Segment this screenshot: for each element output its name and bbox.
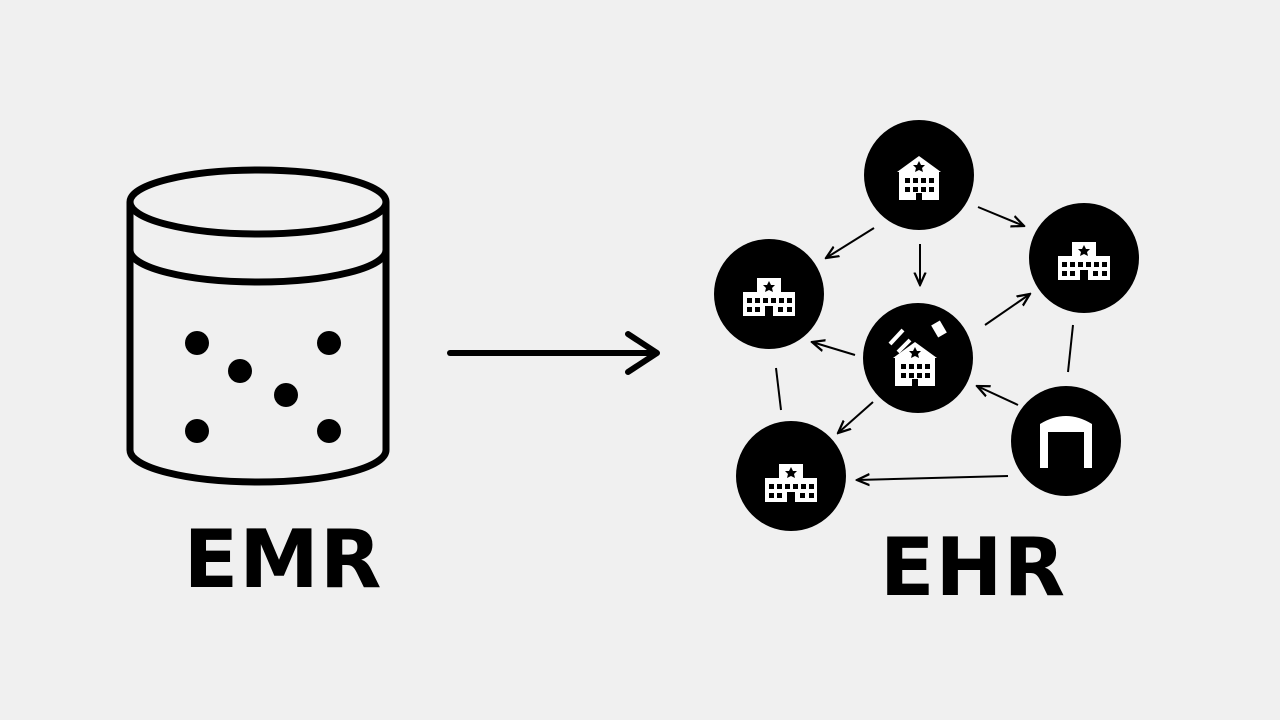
small-arrow-icon (838, 401, 874, 433)
node-center (863, 303, 973, 413)
small-arrow-icon (857, 476, 1009, 480)
small-arrow-icon (812, 342, 856, 356)
small-arrow-icon (826, 227, 875, 258)
database-dots (185, 331, 341, 443)
database-cylinder-icon (126, 166, 390, 486)
network-arrows (775, 206, 1074, 480)
small-arrow-icon (984, 294, 1030, 326)
node-right (1029, 203, 1139, 313)
small-arrow-icon (977, 206, 1024, 226)
small-arrow-icon (977, 386, 1019, 406)
ehr-label: EHR (879, 521, 1067, 614)
node-bottom-left (736, 421, 846, 531)
node-top (864, 120, 974, 230)
node-left (714, 239, 824, 349)
arrow-right-icon (447, 331, 660, 375)
emr-label: EMR (183, 513, 383, 606)
node-bottom-right (1011, 386, 1121, 496)
